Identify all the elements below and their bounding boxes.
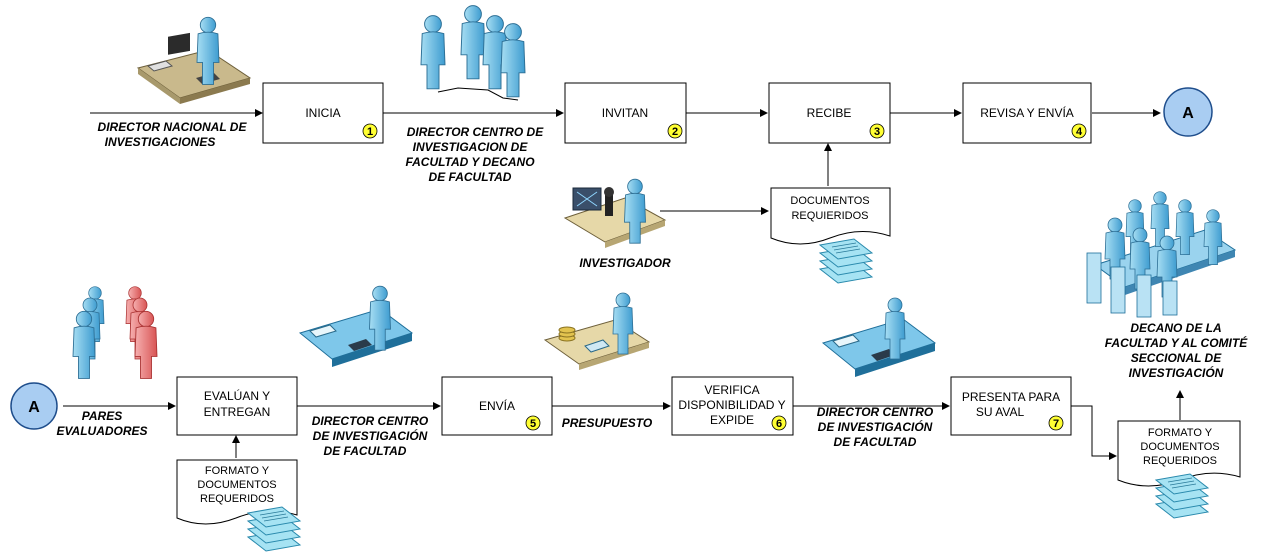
document-label-line2: DOCUMENTOS <box>197 479 276 491</box>
svg-text:DIRECTOR CENTRO DE: DIRECTOR CENTRO DE <box>407 125 544 139</box>
svg-text:DE INVESTIGACIÓN: DE INVESTIGACIÓN <box>313 428 428 443</box>
svg-text:FACULTAD Y AL COMITÉ: FACULTAD Y AL COMITÉ <box>1105 335 1248 350</box>
connector-label: A <box>1182 105 1194 122</box>
actor-director-centro-decano: DIRECTOR CENTRO DE INVESTIGACION DE FACU… <box>405 125 544 184</box>
process-label-line2: SU AVAL <box>976 405 1025 419</box>
svg-text:DIRECTOR CENTRO: DIRECTOR CENTRO <box>817 405 934 419</box>
step-number: 6 <box>776 418 782 430</box>
document-label-line3: REQUERIDOS <box>200 493 274 505</box>
svg-text:PRESUPUESTO: PRESUPUESTO <box>562 416 653 430</box>
step-badge <box>771 415 787 431</box>
process-label-line1: PRESENTA PARA <box>962 390 1060 404</box>
process-verifica: VERIFICA DISPONIBILIDAD Y EXPIDE 6 <box>671 376 794 436</box>
svg-text:INVESTIGACIONES: INVESTIGACIONES <box>105 135 216 149</box>
svg-text:INVESTIGACION DE: INVESTIGACION DE <box>413 140 529 154</box>
office-desk-icon <box>821 297 937 377</box>
svg-text:DECANO DE LA: DECANO DE LA <box>1130 321 1221 335</box>
step-badge <box>1071 123 1087 139</box>
process-label-line2: ENTREGAN <box>204 405 271 419</box>
office-desk-icon <box>298 285 414 367</box>
connector-a-end: A <box>1163 87 1213 137</box>
step-number: 7 <box>1053 418 1059 430</box>
document-formato-2: FORMATO Y DOCUMENTOS REQUERIDOS <box>1117 420 1241 519</box>
document-label-line1: FORMATO Y <box>205 465 270 477</box>
process-evaluan-entregan: EVALÚAN Y ENTREGAN <box>176 376 298 436</box>
money-desk-icon <box>543 292 651 370</box>
process-label: REVISA Y ENVÍA <box>980 105 1074 120</box>
svg-text:EVALUADORES: EVALUADORES <box>56 424 147 438</box>
process-label: INICIA <box>305 106 340 120</box>
document-label-line3: REQUERIDOS <box>1143 455 1217 467</box>
document-requieridos: DOCUMENTOS REQUIERIDOS <box>770 187 891 284</box>
svg-text:PARES: PARES <box>82 409 122 423</box>
svg-text:FACULTAD Y DECANO: FACULTAD Y DECANO <box>405 155 535 169</box>
step-number: 4 <box>1076 126 1083 138</box>
meeting-table-icon <box>1086 191 1237 318</box>
svg-text:DIRECTOR NACIONAL DE: DIRECTOR NACIONAL DE <box>98 120 248 134</box>
actor-director-centro-1: DIRECTOR CENTRO DE INVESTIGACIÓN DE FACU… <box>312 414 429 458</box>
actor-director-nacional: DIRECTOR NACIONAL DE INVESTIGACIONES <box>98 120 248 149</box>
svg-text:INVESTIGADOR: INVESTIGADOR <box>579 256 671 270</box>
documents-stack-icon <box>1155 473 1209 519</box>
top-flow-lines <box>90 109 1161 215</box>
documents-stack-icon <box>819 238 873 284</box>
svg-text:DIRECTOR CENTRO: DIRECTOR CENTRO <box>312 414 429 428</box>
svg-text:DE FACULTAD: DE FACULTAD <box>429 170 512 184</box>
actor-investigador: INVESTIGADOR <box>579 256 671 270</box>
connector-label: A <box>28 399 40 416</box>
actor-director-centro-2: DIRECTOR CENTRO DE INVESTIGACIÓN DE FACU… <box>817 405 934 449</box>
process-label-line2: DISPONIBILIDAD Y <box>678 398 785 412</box>
computer-desk-icon <box>136 16 252 104</box>
step-number: 2 <box>672 126 678 138</box>
process-label: RECIBE <box>807 106 852 120</box>
document-label-line1: FORMATO Y <box>1148 427 1213 439</box>
process-label-line3: EXPIDE <box>710 413 754 427</box>
step-badge <box>362 123 378 139</box>
evaluators-people-icon <box>72 286 158 379</box>
process-envia: ENVÍA 5 <box>441 376 553 436</box>
step-number: 3 <box>874 126 880 138</box>
process-revisa-envia: REVISA Y ENVÍA 4 <box>962 82 1092 144</box>
process-label-line1: VERIFICA <box>704 383 759 397</box>
process-label-line1: EVALÚAN Y <box>204 388 270 403</box>
step-badge <box>869 123 885 139</box>
actor-presupuesto: PRESUPUESTO <box>562 416 653 430</box>
document-formato-1: FORMATO Y DOCUMENTOS REQUERIDOS <box>176 459 301 552</box>
svg-text:DE FACULTAD: DE FACULTAD <box>324 444 407 458</box>
process-invitan: INVITAN 2 <box>564 82 687 144</box>
documents-stack-icon <box>247 506 301 552</box>
document-label-line1: DOCUMENTOS <box>790 195 869 207</box>
bottom-flow-lines <box>63 390 1184 460</box>
connector-a-start: A <box>10 382 58 430</box>
microscope-lab-icon <box>563 178 667 248</box>
process-label: ENVÍA <box>479 398 515 413</box>
svg-text:INVESTIGACIÓN: INVESTIGACIÓN <box>1129 365 1224 380</box>
actor-pares: PARES EVALUADORES <box>56 409 147 438</box>
process-presenta: PRESENTA PARA SU AVAL 7 <box>950 376 1072 436</box>
document-label-line2: REQUIERIDOS <box>791 210 868 222</box>
process-recibe: RECIBE 3 <box>768 82 891 144</box>
step-number: 5 <box>530 418 536 430</box>
group-people-icon <box>420 4 526 101</box>
process-inicia: INICIA 1 <box>262 82 384 144</box>
svg-text:SECCIONAL DE: SECCIONAL DE <box>1131 351 1222 365</box>
step-number: 1 <box>367 126 373 138</box>
step-badge <box>1048 415 1064 431</box>
svg-text:DE FACULTAD: DE FACULTAD <box>834 435 917 449</box>
svg-text:DE INVESTIGACIÓN: DE INVESTIGACIÓN <box>818 419 933 434</box>
step-badge <box>525 415 541 431</box>
actor-decano-comite: DECANO DE LA FACULTAD Y AL COMITÉ SECCIO… <box>1105 321 1248 380</box>
process-label: INVITAN <box>602 106 648 120</box>
document-label-line2: DOCUMENTOS <box>1140 441 1219 453</box>
step-badge <box>667 123 683 139</box>
